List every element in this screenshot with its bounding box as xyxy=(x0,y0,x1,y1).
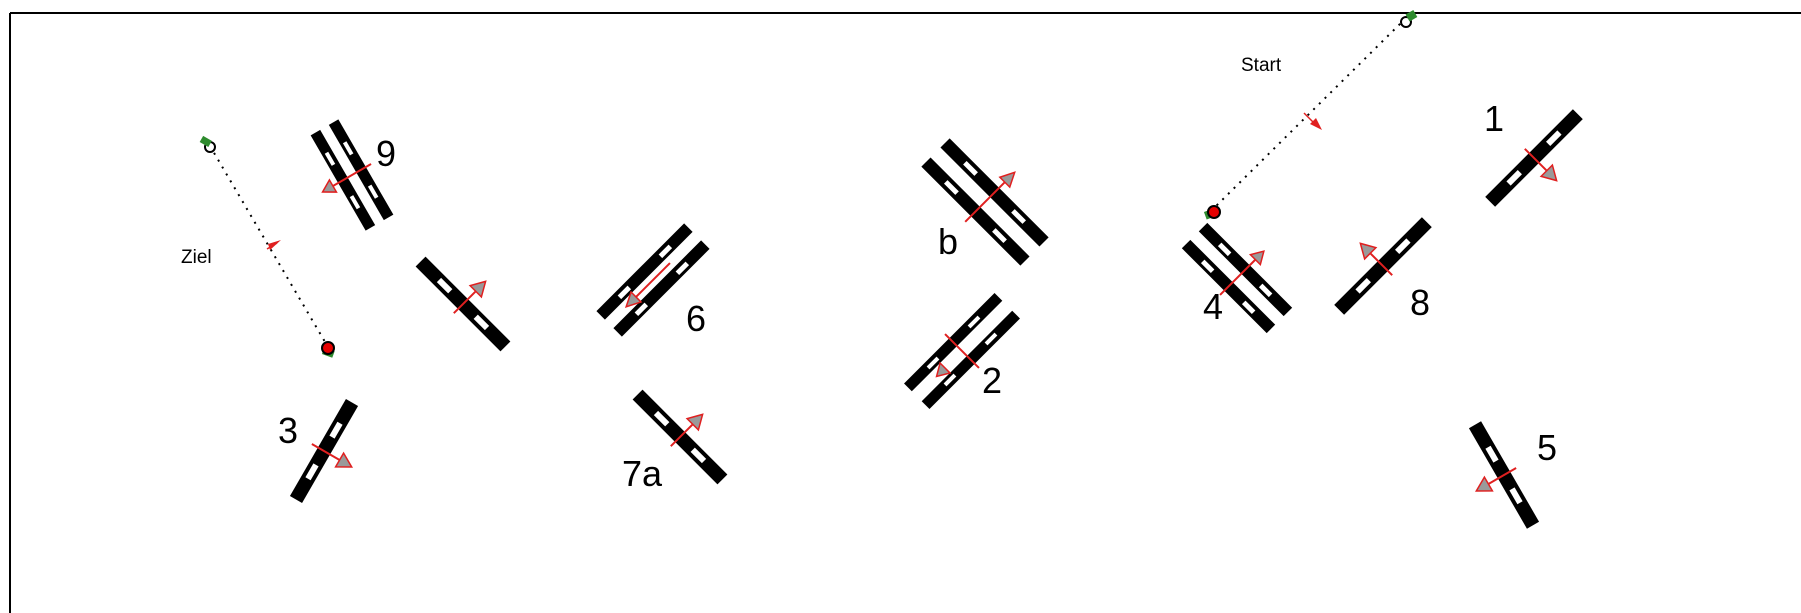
finish-line xyxy=(199,135,335,358)
obstacle-9 xyxy=(310,119,394,231)
obstacle-5-label: 5 xyxy=(1537,427,1557,468)
obstacle-8 xyxy=(1334,217,1432,315)
obstacle-3-label: 3 xyxy=(278,410,298,451)
finish-label: Ziel xyxy=(181,247,212,268)
obstacle-8-label: 8 xyxy=(1410,282,1430,323)
obstacle-4-label: 4 xyxy=(1203,286,1223,327)
obstacle-7b xyxy=(415,256,511,352)
obstacle-b xyxy=(921,138,1049,266)
obstacle-1 xyxy=(1485,109,1583,207)
obstacle-3 xyxy=(289,399,359,503)
obstacle-7a-label: 7a xyxy=(622,453,663,494)
start-line xyxy=(1203,10,1418,220)
start-flag-top xyxy=(1400,10,1418,28)
start-label: Start xyxy=(1241,55,1282,76)
obstacle-2-label: 2 xyxy=(982,360,1002,401)
obstacle-6-label: 6 xyxy=(686,298,706,339)
obstacle-9-label: 9 xyxy=(376,133,396,174)
finish-flag-top xyxy=(199,135,216,153)
start-flag-bottom xyxy=(1203,205,1221,220)
obstacle-7a xyxy=(632,389,728,485)
obstacle-2 xyxy=(904,293,1020,409)
obstacle-4 xyxy=(1181,222,1293,334)
obstacle-b-label: b xyxy=(938,221,958,262)
obstacle-1-label: 1 xyxy=(1484,98,1504,139)
obstacle-5 xyxy=(1468,421,1540,529)
obstacle-6 xyxy=(596,223,710,337)
finish-flag-bottom xyxy=(321,341,335,358)
